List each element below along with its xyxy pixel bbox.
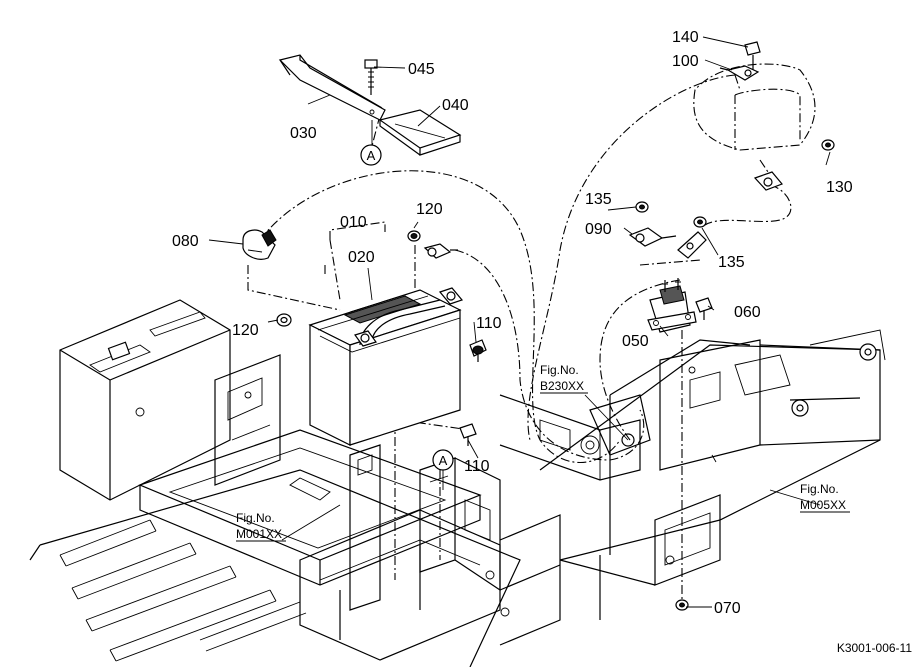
bolt-110-upper — [469, 339, 487, 362]
label-120-top: 120 — [416, 201, 443, 218]
label-060: 060 — [734, 304, 761, 321]
cable-terminal-090 — [628, 227, 677, 247]
bolt-045 — [364, 59, 378, 95]
cover-panel — [693, 63, 816, 151]
label-080: 080 — [172, 233, 199, 250]
figure-reference-m001: Fig.No. M001XX — [236, 511, 286, 542]
label-110-lower: 110 — [464, 458, 490, 475]
starter-relay-050 — [647, 278, 697, 333]
bolt-110-lower — [459, 423, 477, 446]
svg-text:M001XX: M001XX — [236, 527, 282, 541]
svg-text:A: A — [439, 453, 448, 468]
pad — [378, 109, 462, 156]
terminal-boot-080 — [242, 229, 277, 260]
cable-terminal-100 — [719, 65, 760, 81]
nut-130 — [821, 139, 835, 151]
washer-120-left — [276, 313, 292, 327]
label-070: 070 — [714, 600, 741, 617]
label-135-right: 135 — [718, 254, 745, 271]
label-100: 100 — [672, 53, 699, 70]
ground-terminal — [423, 243, 458, 259]
bracket-010 — [324, 221, 386, 301]
svg-text:Fig.No.: Fig.No. — [800, 482, 839, 496]
svg-text:Fig.No.: Fig.No. — [540, 363, 579, 377]
label-110-upper: 110 — [476, 315, 502, 332]
label-045: 045 — [408, 61, 435, 78]
nut-070 — [675, 599, 689, 611]
bolt-140 — [744, 41, 761, 70]
label-030: 030 — [290, 125, 317, 142]
figure-reference-m005: Fig.No. M005XX — [800, 482, 850, 513]
svg-text:M005XX: M005XX — [800, 498, 846, 512]
label-050: 050 — [622, 333, 649, 350]
nut-135-right — [677, 216, 707, 259]
battery — [308, 287, 464, 446]
svg-text:Fig.No.: Fig.No. — [236, 511, 275, 525]
svg-text:A: A — [367, 148, 376, 163]
drawing-code: K3001-006-11 — [837, 641, 912, 655]
nut-120-top — [407, 230, 421, 242]
leader-lines — [208, 36, 831, 608]
label-135-top: 135 — [585, 191, 612, 208]
label-090: 090 — [585, 221, 612, 238]
figure-reference-b230: Fig.No. B230XX — [540, 363, 588, 394]
nut-135-top — [635, 201, 649, 213]
label-120-left: 120 — [232, 322, 259, 339]
label-020: 020 — [348, 249, 375, 266]
marker-a-top: A — [360, 144, 382, 166]
label-140: 140 — [672, 29, 699, 46]
cable-routes — [247, 74, 792, 600]
part-labels: 140 100 045 040 030 130 010 120 080 020 … — [172, 29, 853, 617]
label-040: 040 — [442, 97, 469, 114]
bolt-060 — [695, 297, 713, 320]
marker-a-bottom: A — [432, 449, 454, 471]
label-130: 130 — [826, 179, 853, 196]
svg-text:B230XX: B230XX — [540, 379, 584, 393]
label-010: 010 — [340, 214, 367, 231]
hold-down-strap — [278, 54, 386, 121]
ring-terminal — [753, 171, 784, 191]
